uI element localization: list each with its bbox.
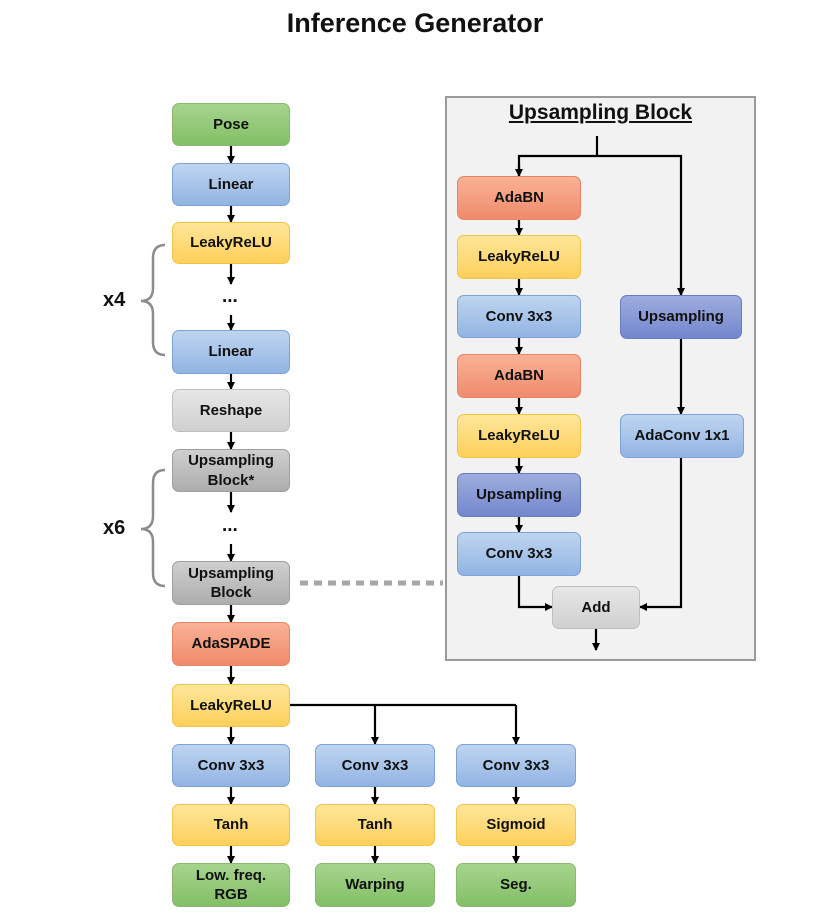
block-conv-box-2: Conv 3x3 (457, 532, 581, 576)
adabn-box-1: AdaBN (457, 176, 581, 220)
block-leakyrelu-box-2: LeakyReLU (457, 414, 581, 458)
upsampling-block-box-1: Upsampling Block* (172, 449, 290, 492)
block-leakyrelu-box-1: LeakyReLU (457, 235, 581, 279)
tanh-rgb-box: Tanh (172, 804, 290, 846)
conv-seg-box: Conv 3x3 (456, 744, 576, 787)
page-title: Inference Generator (286, 8, 544, 38)
ellipsis-2: ... (222, 515, 238, 536)
output-rgb-box: Low. freq. RGB (172, 863, 290, 907)
reshape-box: Reshape (172, 389, 290, 432)
output-warping-box: Warping (315, 863, 435, 907)
pose-box: Pose (172, 103, 290, 146)
repeat-label-x6: x6 (103, 517, 126, 539)
leakyrelu-box-1: LeakyReLU (172, 222, 290, 264)
block-upsampling-box: Upsampling (457, 473, 581, 517)
tanh-warp-box: Tanh (315, 804, 435, 846)
linear-box-1: Linear (172, 163, 290, 206)
output-seg-box: Seg. (456, 863, 576, 907)
upsampling-block-title: Upsampling Block (508, 101, 693, 124)
conv-warp-box: Conv 3x3 (315, 744, 435, 787)
upsampling-block-box-2: Upsampling Block (172, 561, 290, 605)
ellipsis-1: ... (222, 286, 238, 307)
repeat-label-x4: x4 (103, 289, 126, 311)
sigmoid-seg-box: Sigmoid (456, 804, 576, 846)
adabn-box-2: AdaBN (457, 354, 581, 398)
adaspade-box: AdaSPADE (172, 622, 290, 666)
skip-upsampling-box: Upsampling (620, 295, 742, 339)
block-conv-box-1: Conv 3x3 (457, 295, 581, 338)
adaconv-box: AdaConv 1x1 (620, 414, 744, 458)
add-box: Add (552, 586, 640, 629)
leakyrelu-box-2: LeakyReLU (172, 684, 290, 727)
linear-box-2: Linear (172, 330, 290, 374)
conv-rgb-box: Conv 3x3 (172, 744, 290, 787)
